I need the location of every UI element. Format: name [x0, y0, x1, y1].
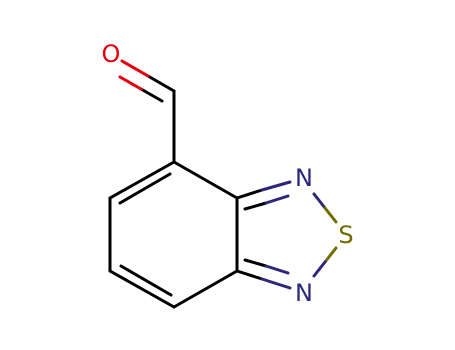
bond-segment — [243, 201, 268, 211]
bond-segment — [146, 74, 176, 93]
bond-ring — [108, 160, 176, 200]
bond-ring-inner — [119, 264, 173, 297]
bond-ring — [172, 269, 239, 309]
bond-segment — [243, 258, 268, 268]
bond-segment — [235, 188, 264, 200]
bond-ring — [108, 269, 176, 309]
bond-segment — [260, 180, 292, 192]
bond-segment — [312, 192, 327, 210]
atom-sulfur: S — [338, 221, 353, 249]
bond-ring-inner — [118, 172, 172, 205]
bond-segment — [120, 59, 150, 78]
bonds — [108, 59, 338, 309]
atom-oxygen: O — [102, 40, 121, 68]
bond-n-s-top — [312, 192, 338, 224]
bond-segment — [118, 75, 143, 91]
bond-c-n-top-double — [235, 180, 292, 211]
bond-segment — [264, 264, 290, 275]
bond-n-s-bottom — [312, 246, 338, 278]
bond-segment — [139, 87, 164, 103]
bond-segment — [323, 246, 338, 264]
bond-segment — [260, 277, 292, 290]
bond-segment — [323, 206, 338, 224]
bond-segment — [264, 194, 290, 205]
atom-labels: O N S N — [102, 40, 354, 307]
bond-carbonyl-double — [118, 59, 176, 103]
bond-ring — [172, 160, 239, 200]
atom-nitrogen-bottom: N — [295, 279, 313, 307]
bond-segment — [312, 260, 327, 278]
bond-c-n-bottom-double — [235, 258, 292, 290]
atom-nitrogen-top: N — [295, 164, 313, 192]
bond-segment — [235, 269, 264, 281]
